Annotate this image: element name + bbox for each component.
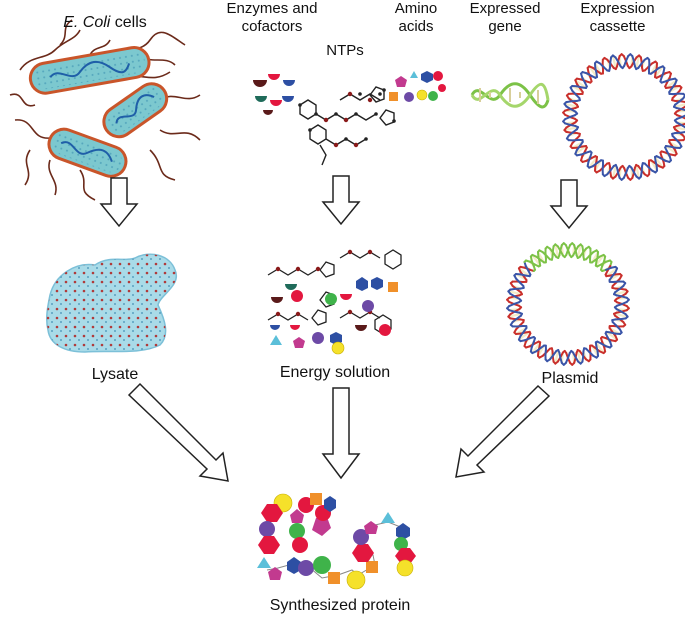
plasmid-illustration xyxy=(506,242,630,366)
energy-solution-illustration xyxy=(267,249,402,355)
arrow-lysate-to-protein xyxy=(127,382,229,482)
label-gene-line1: Expressed xyxy=(469,0,541,17)
label-enzymes-line1: Enzymes and xyxy=(226,0,318,17)
synthesized-protein-illustration xyxy=(257,493,416,590)
label-cassette-line2: cassette xyxy=(589,18,646,35)
label-expression-cassette: Expression cassette xyxy=(570,0,665,36)
label-ecoli-rest: cells xyxy=(110,14,147,31)
label-ecoli-italic: E. Coli xyxy=(63,14,111,31)
arrow-cassette-to-plasmid xyxy=(549,179,589,230)
label-ntps: NTPs xyxy=(326,42,364,59)
ecoli-cells-illustration xyxy=(9,19,201,201)
label-amino-line1: Amino xyxy=(394,0,438,17)
arrow-ecoli-to-lysate xyxy=(99,177,139,228)
label-amino-line2: acids xyxy=(398,18,434,35)
label-lysate: Lysate xyxy=(91,366,139,383)
arrow-enzymes-to-energy xyxy=(321,175,361,226)
label-synthesized-protein: Synthesized protein xyxy=(269,597,411,614)
label-cassette-line1: Expression xyxy=(580,0,655,17)
arrow-energy-to-protein xyxy=(321,387,361,480)
lysate-illustration xyxy=(46,253,178,353)
expressed-gene-illustration xyxy=(470,82,550,109)
label-plasmid: Plasmid xyxy=(541,370,599,387)
expression-cassette-illustration xyxy=(562,53,685,181)
label-expressed-gene: Expressed gene xyxy=(460,0,550,36)
arrow-plasmid-to-protein xyxy=(455,384,551,478)
label-gene-line2: gene xyxy=(488,18,522,35)
ntps-illustration xyxy=(298,86,396,166)
label-enzymes: Enzymes and cofactors xyxy=(212,0,332,36)
label-ecoli-cells: E. Coli cells xyxy=(40,14,170,32)
label-energy-solution: Energy solution xyxy=(279,364,391,381)
label-amino-acids: Amino acids xyxy=(386,0,446,36)
enzymes-illustration xyxy=(253,74,295,115)
amino-acids-illustration xyxy=(389,71,446,102)
label-enzymes-line2: cofactors xyxy=(241,18,303,35)
